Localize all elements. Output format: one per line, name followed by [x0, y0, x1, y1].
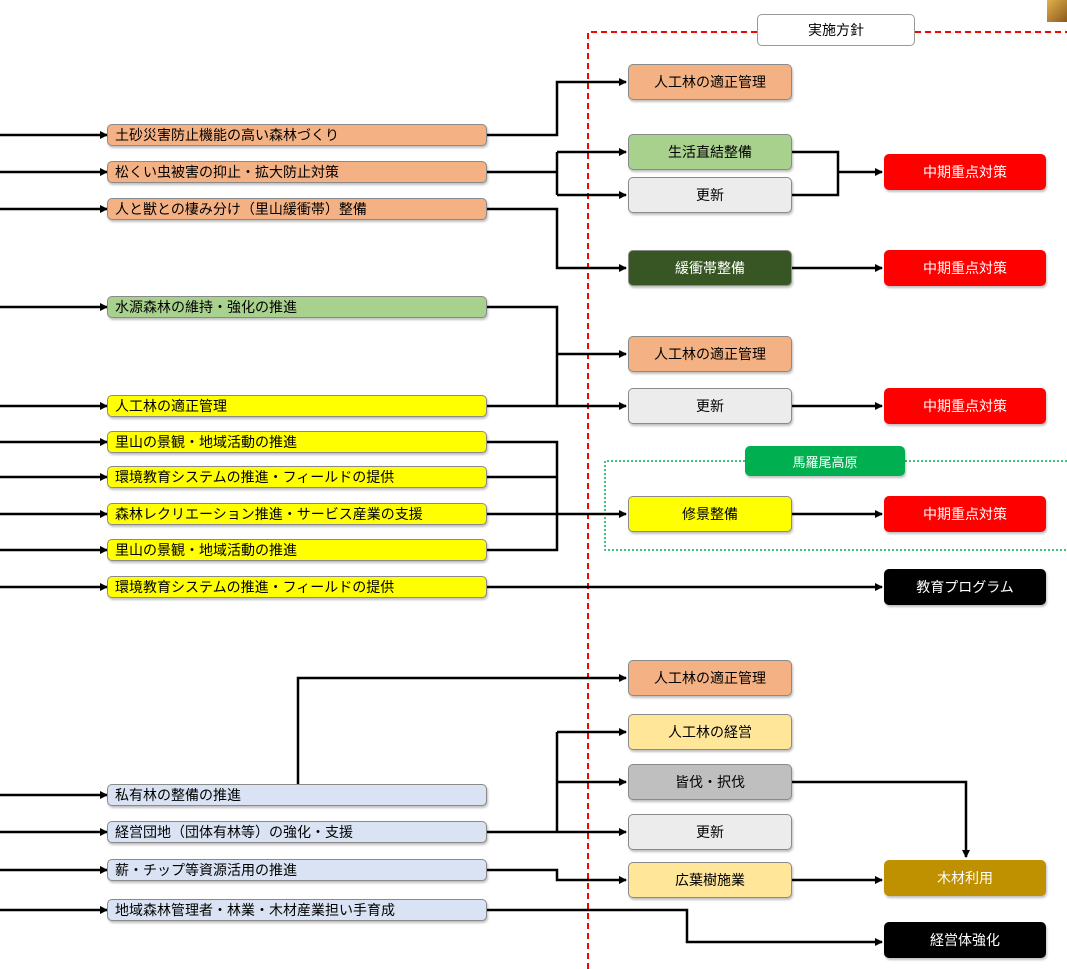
middle-item-10: 皆伐・択伐	[628, 764, 792, 800]
right-item-1: 中期重点対策	[884, 154, 1046, 190]
middle-item-9: 人工林の経営	[628, 714, 792, 750]
right-item-3: 中期重点対策	[884, 388, 1046, 424]
policy-header-label: 実施方針	[757, 14, 915, 46]
middle-item-4: 緩衝帯整備	[628, 250, 792, 286]
middle-item-11: 更新	[628, 814, 792, 850]
left-item-13: 薪・チップ等資源活用の推進	[107, 859, 487, 881]
left-item-8: 森林レクリエーション推進・サービス産業の支援	[107, 503, 487, 525]
left-item-4: 水源森林の維持・強化の推進	[107, 296, 487, 318]
left-item-5: 人工林の適正管理	[107, 395, 487, 417]
left-item-12: 経営団地（団体有林等）の強化・支援	[107, 821, 487, 843]
middle-item-8: 人工林の適正管理	[628, 660, 792, 696]
right-item-5: 教育プログラム	[884, 569, 1046, 605]
policy-region-border	[587, 31, 1067, 969]
left-item-1: 土砂災害防止機能の高い森林づくり	[107, 124, 487, 146]
right-item-2: 中期重点対策	[884, 250, 1046, 286]
left-item-10: 環境教育システムの推進・フィールドの提供	[107, 576, 487, 598]
right-item-6: 木材利用	[884, 860, 1046, 896]
middle-item-5: 人工林の適正管理	[628, 336, 792, 372]
region-border	[604, 460, 1067, 551]
middle-item-2: 生活直結整備	[628, 134, 792, 170]
middle-item-6: 更新	[628, 388, 792, 424]
corner-thumbnail-image	[1047, 0, 1067, 22]
region-label: 馬羅尾高原	[745, 446, 905, 476]
left-item-14: 地域森林管理者・林業・木材産業担い手育成	[107, 899, 487, 921]
left-item-11: 私有林の整備の推進	[107, 784, 487, 806]
right-item-7: 経営体強化	[884, 922, 1046, 958]
middle-item-12: 広葉樹施業	[628, 862, 792, 898]
left-item-7: 環境教育システムの推進・フィールドの提供	[107, 466, 487, 488]
middle-item-1: 人工林の適正管理	[628, 64, 792, 100]
left-item-9: 里山の景観・地域活動の推進	[107, 539, 487, 561]
left-item-6: 里山の景観・地域活動の推進	[107, 431, 487, 453]
middle-item-7: 修景整備	[628, 496, 792, 532]
right-item-4: 中期重点対策	[884, 496, 1046, 532]
middle-item-3: 更新	[628, 177, 792, 213]
left-item-2: 松くい虫被害の抑止・拡大防止対策	[107, 161, 487, 183]
left-item-3: 人と獣との棲み分け（里山緩衝帯）整備	[107, 198, 487, 220]
